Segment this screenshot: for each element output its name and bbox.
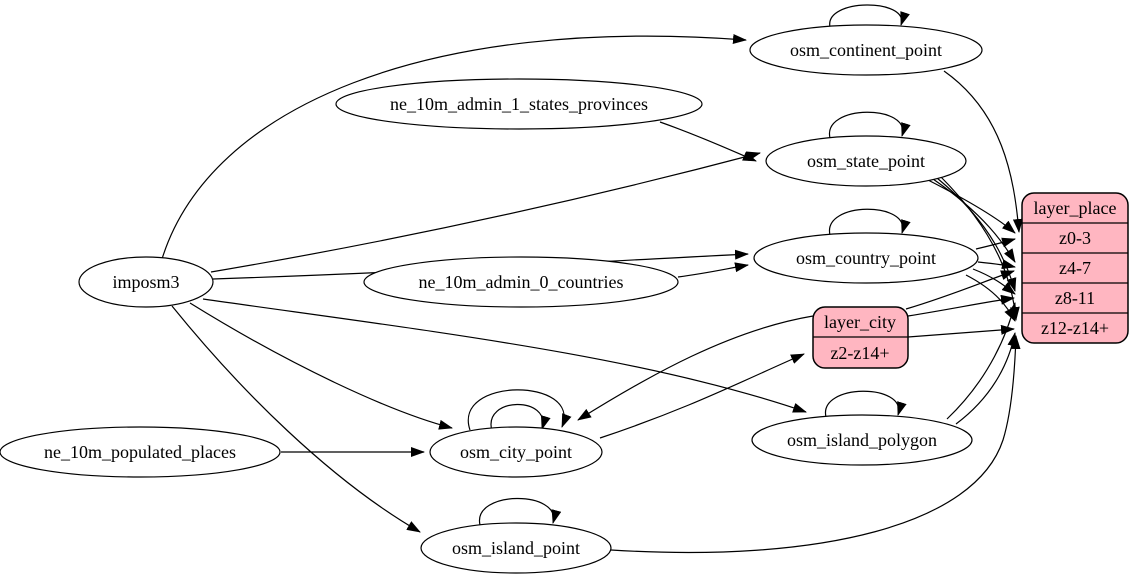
self-loop-osm_continent_point <box>829 4 910 28</box>
edge-layer_city-layer_place_z4-7 <box>905 270 1015 310</box>
imposm3-shape <box>78 256 214 308</box>
osm_state_point-label: osm_state_point <box>807 151 925 171</box>
edge-osm_country_point-layer_place_z0-3 <box>975 237 1016 250</box>
osm_city_point-shape <box>429 426 603 478</box>
edge-osm_island_point-layer_place_z12-z14 <box>610 335 1021 554</box>
node-ne_10m_admin_0_countries: ne_10m_admin_0_countries <box>363 256 679 308</box>
node-layer_city: layer_city z2-z14+ <box>812 306 909 369</box>
edge-osm_country_point-layer_place_z8-11 <box>972 268 1016 295</box>
edge-osm_country_point-layer_place_z12-z14 <box>965 274 1016 322</box>
node-ne_10m_populated_places: ne_10m_populated_places <box>0 426 281 478</box>
self-loop-osm_island_polygon <box>825 390 907 418</box>
edge-ne_10m_admin_1_states_provinces-osm_state_point <box>659 121 757 162</box>
edge-osm_state_point-layer_place_z0-3 <box>927 179 1016 234</box>
node-osm_island_polygon: osm_island_polygon <box>751 414 973 466</box>
layer_city-title: layer_city <box>824 312 896 332</box>
edge-osm_island_polygon-layer_place_z12-z14 <box>955 332 1018 425</box>
layer_city-row-z2-z14: z2-z14+ <box>830 343 889 363</box>
osm_island_polygon-shape <box>751 414 973 466</box>
imposm3-label: imposm3 <box>112 272 179 292</box>
layer_place-row-z4-7: z4-7 <box>1059 258 1091 278</box>
osm_island_polygon-label: osm_island_polygon <box>787 430 937 450</box>
self-loop-osm_city_point-outer <box>467 389 572 431</box>
node-ne_10m_admin_1_states_provinces: ne_10m_admin_1_states_provinces <box>335 78 703 130</box>
ne_10m_populated_places-shape <box>0 426 281 478</box>
node-osm_city_point: osm_city_point <box>429 426 603 478</box>
edge-ne_10m_admin_0_countries-osm_country_point <box>677 262 749 278</box>
edge-layer_city-layer_place_z12-z14 <box>907 324 1015 338</box>
node-osm_continent_point: osm_continent_point <box>749 24 983 76</box>
self-loop-osm_country_point <box>829 208 911 236</box>
edge-layer_city-layer_place_z8-11 <box>907 294 1015 317</box>
osm_country_point-shape <box>753 232 979 284</box>
edge-imposm3-osm_city_point <box>189 302 453 430</box>
osm_island_point-shape <box>420 522 612 574</box>
edge-osm_continent_point-layer_place_z0-3 <box>943 70 1023 233</box>
osm_country_point-label: osm_country_point <box>796 248 936 268</box>
node-imposm3: imposm3 <box>78 256 214 308</box>
self-loop-osm_state_point <box>829 111 911 139</box>
layer_place-title: layer_place <box>1034 198 1117 218</box>
edge-osm_state_point-layer_place_z4-7 <box>932 178 1016 263</box>
ne_10m_admin_0_countries-shape <box>363 256 679 308</box>
osm_state_point-shape <box>765 135 967 187</box>
edge-imposm3-osm_island_point <box>171 305 421 533</box>
edge-osm_island_polygon-layer_place_z8-11 <box>946 302 1017 420</box>
osm_continent_point-shape <box>749 24 983 76</box>
ne_10m_admin_1_states_provinces-label: ne_10m_admin_1_states_provinces <box>390 94 648 114</box>
edge-imposm3-osm_state_point <box>210 151 761 273</box>
edge-osm_city_point-layer_city_z2-z14 <box>599 353 805 439</box>
node-layer_place: layer_place z0-3 z4-7 z8-11 z12-z14+ <box>1021 192 1129 344</box>
edge-layer <box>161 4 1023 554</box>
self-loop-osm_city_point-inner <box>490 403 551 432</box>
node-osm_island_point: osm_island_point <box>420 522 612 574</box>
node-osm_country_point: osm_country_point <box>753 232 979 284</box>
osm_city_point-label: osm_city_point <box>460 442 572 462</box>
ne_10m_populated_places-label: ne_10m_populated_places <box>44 442 236 462</box>
layer_place-row-z0-3: z0-3 <box>1059 228 1091 248</box>
node-osm_state_point: osm_state_point <box>765 135 967 187</box>
osm_island_point-label: osm_island_point <box>452 538 580 558</box>
self-loop-osm_island_point <box>479 497 562 526</box>
edge-layer_city-osm_city_point <box>577 315 814 421</box>
layer_place-row-z12-z14: z12-z14+ <box>1041 318 1109 338</box>
osm_continent_point-label: osm_continent_point <box>790 40 942 60</box>
layer_place-row-z8-11: z8-11 <box>1055 288 1095 308</box>
ne_10m_admin_1_states_provinces-shape <box>335 78 703 130</box>
edge-osm_country_point-layer_place_z4-7 <box>977 259 1016 270</box>
layer_place-shape <box>1021 192 1129 344</box>
edge-imposm3-osm_continent_point <box>161 34 747 260</box>
ne_10m_admin_0_countries-label: ne_10m_admin_0_countries <box>419 272 624 292</box>
edge-imposm3-osm_island_polygon <box>202 298 807 413</box>
